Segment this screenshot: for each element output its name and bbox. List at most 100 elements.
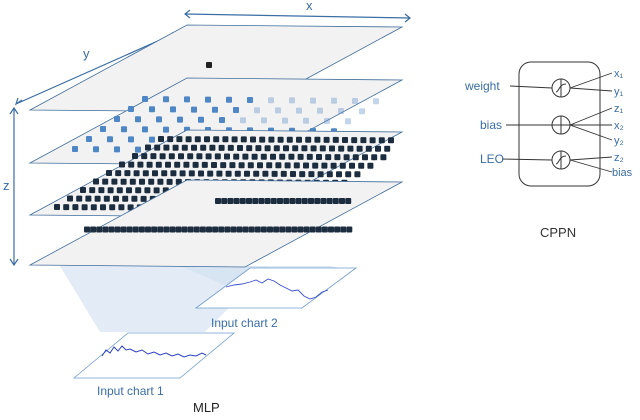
input-grid-node	[126, 187, 132, 194]
hidden-node	[149, 136, 155, 143]
input-grid-node	[106, 170, 112, 176]
input-row-node	[221, 198, 228, 204]
input-grid-node	[135, 187, 142, 194]
input-row-node	[345, 198, 352, 204]
input-grid-node	[271, 170, 278, 177]
hidden-node	[317, 107, 323, 114]
input-grid-node	[196, 153, 203, 160]
hidden-node	[142, 126, 148, 133]
input-row-node	[321, 226, 328, 233]
input-grid-node	[384, 145, 391, 152]
input-row-node	[242, 226, 249, 233]
hidden-node	[282, 117, 288, 124]
cppn-neuron-bias	[551, 115, 571, 135]
input-grid-node	[284, 162, 291, 169]
input-grid-node	[142, 170, 149, 177]
input-grid-node	[107, 187, 114, 194]
y-axis-arrow	[15, 31, 179, 105]
hidden-node	[352, 98, 358, 104]
cppn-box	[518, 61, 601, 187]
input-row-node	[303, 226, 310, 233]
hidden-node	[135, 146, 141, 153]
input-grid-node	[375, 145, 381, 152]
input-grid-node	[297, 153, 304, 160]
hidden-node	[107, 136, 113, 143]
input-row-node	[145, 226, 151, 233]
input-grid-node	[338, 145, 345, 152]
input-row-node	[151, 226, 158, 233]
input-grid-node	[220, 162, 227, 169]
input-grid-node	[354, 171, 361, 178]
input-row-node	[297, 226, 304, 233]
input-row-node	[230, 226, 237, 233]
input-row-node	[239, 198, 246, 204]
input-grid-node	[213, 136, 220, 143]
input-grid-node	[290, 171, 296, 177]
input-grid-node	[332, 136, 339, 143]
input-row-node	[212, 226, 219, 233]
input-grid-node	[102, 178, 109, 185]
input-grid-node	[76, 195, 83, 202]
input-grid-node	[176, 136, 183, 143]
input-chart-2-line	[225, 278, 329, 300]
input-grid-node	[352, 154, 359, 161]
input-grid-node	[174, 161, 181, 168]
input-grid-node	[119, 161, 125, 168]
input-grid-node	[111, 178, 118, 185]
input-row-node	[339, 198, 345, 204]
hidden-node	[296, 107, 302, 114]
input-grid-node	[334, 154, 341, 161]
input-grid-node	[242, 153, 249, 160]
input-grid-node	[288, 153, 295, 160]
input-grid-node	[365, 145, 372, 152]
hidden-node	[240, 117, 246, 124]
input-chart-2-label: Input chart 2	[211, 316, 278, 330]
hidden-node	[303, 117, 309, 124]
input-row-node	[157, 226, 164, 233]
cppn-input-x2: x₂	[614, 120, 624, 132]
input-grid-node	[303, 162, 309, 169]
input-grid-node	[270, 153, 276, 160]
hidden-node	[261, 117, 267, 124]
node-top-output	[206, 62, 212, 68]
input-row-node	[206, 226, 212, 233]
input-grid-node	[67, 195, 73, 202]
input-grid-node	[339, 162, 346, 169]
input-grid-node	[277, 136, 284, 143]
hidden-node	[289, 97, 295, 104]
input-grid-node	[214, 153, 221, 160]
hidden-node	[93, 146, 99, 153]
hidden-node	[373, 98, 379, 105]
input-grid-node	[150, 153, 157, 160]
input-row-node	[285, 226, 292, 233]
input-grid-node	[115, 170, 122, 177]
input-grid-node	[259, 136, 266, 143]
input-grid-node	[378, 137, 385, 144]
input-grid-node	[148, 178, 155, 185]
input-grid-node	[308, 171, 315, 178]
input-grid-node	[127, 204, 134, 211]
input-grid-node	[167, 136, 174, 143]
input-grid-node	[280, 170, 287, 177]
input-grid-node	[314, 136, 321, 143]
hidden-node	[233, 107, 239, 113]
input-row-node	[90, 226, 97, 233]
input-grid-node	[179, 170, 186, 177]
hidden-node	[359, 108, 365, 115]
input-row-node	[233, 198, 240, 204]
input-grid-node	[144, 187, 151, 194]
hidden-node	[275, 107, 281, 114]
hidden-node	[142, 96, 148, 102]
input-grid-node	[54, 204, 60, 210]
cppn-network: weight bias LEO x₁ y₁ z₁ x₂ y₂ z₂ bias C…	[464, 61, 633, 240]
input-grid-node	[367, 162, 374, 169]
input-grid-node	[319, 145, 326, 152]
cppn-output-lines	[501, 85, 553, 161]
input-grid-node	[227, 144, 234, 151]
input-grid-node	[211, 162, 217, 168]
input-grid-node	[132, 153, 138, 159]
input-row-node	[328, 226, 334, 233]
input-row-node	[227, 198, 234, 204]
input-grid-node	[163, 144, 170, 151]
input-grid-node	[201, 161, 208, 168]
